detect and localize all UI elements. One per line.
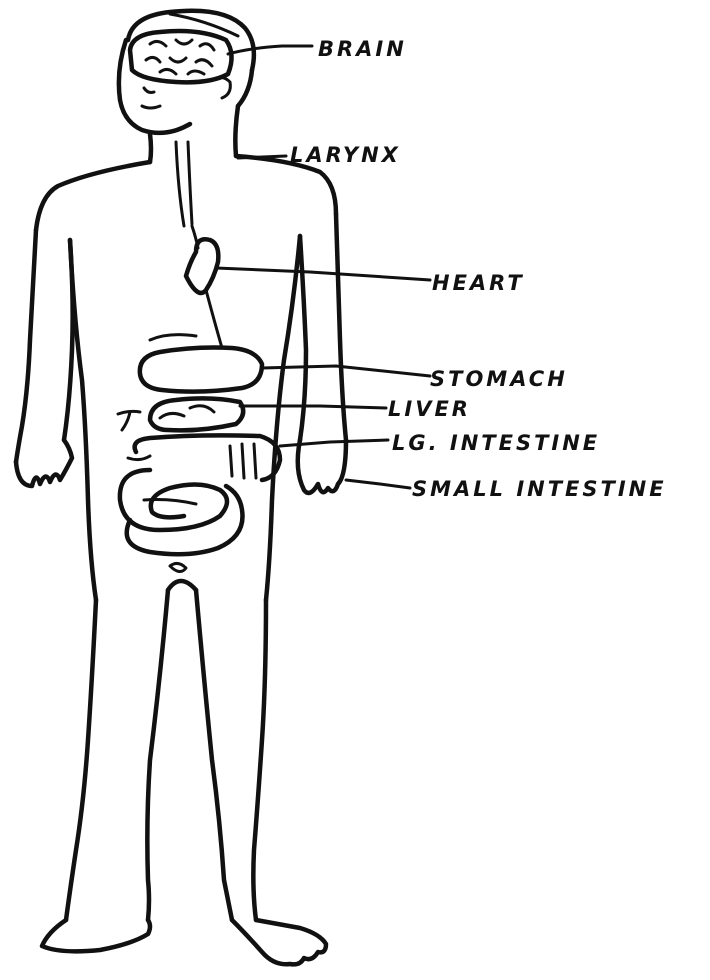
label-liver: LIVER: [388, 397, 471, 421]
heart: [186, 226, 218, 293]
leader-line-liver: [240, 406, 386, 408]
leader-line-larynx: [238, 156, 286, 158]
leader-line-brain: [228, 46, 312, 54]
label-stomach: STOMACH: [430, 367, 568, 391]
body-outline: [16, 156, 346, 964]
liver: [118, 398, 243, 430]
leader-line-stomach: [262, 366, 430, 376]
leader-line-heart: [216, 268, 430, 280]
leader-line-small-intestine: [346, 480, 410, 488]
stomach: [140, 290, 262, 392]
brain: [130, 31, 232, 82]
large-intestine: [128, 435, 280, 480]
label-lg-intestine: LG. INTESTINE: [392, 431, 600, 455]
leader-lines: [216, 46, 430, 488]
leader-line-lg-intestine: [280, 440, 388, 446]
label-heart: HEART: [432, 271, 525, 295]
larynx: [176, 142, 192, 226]
label-larynx: LARYNX: [290, 143, 401, 167]
label-small-intestine: SMALL INTESTINE: [412, 477, 667, 501]
small-intestine: [120, 470, 243, 554]
label-brain: BRAIN: [318, 37, 407, 61]
